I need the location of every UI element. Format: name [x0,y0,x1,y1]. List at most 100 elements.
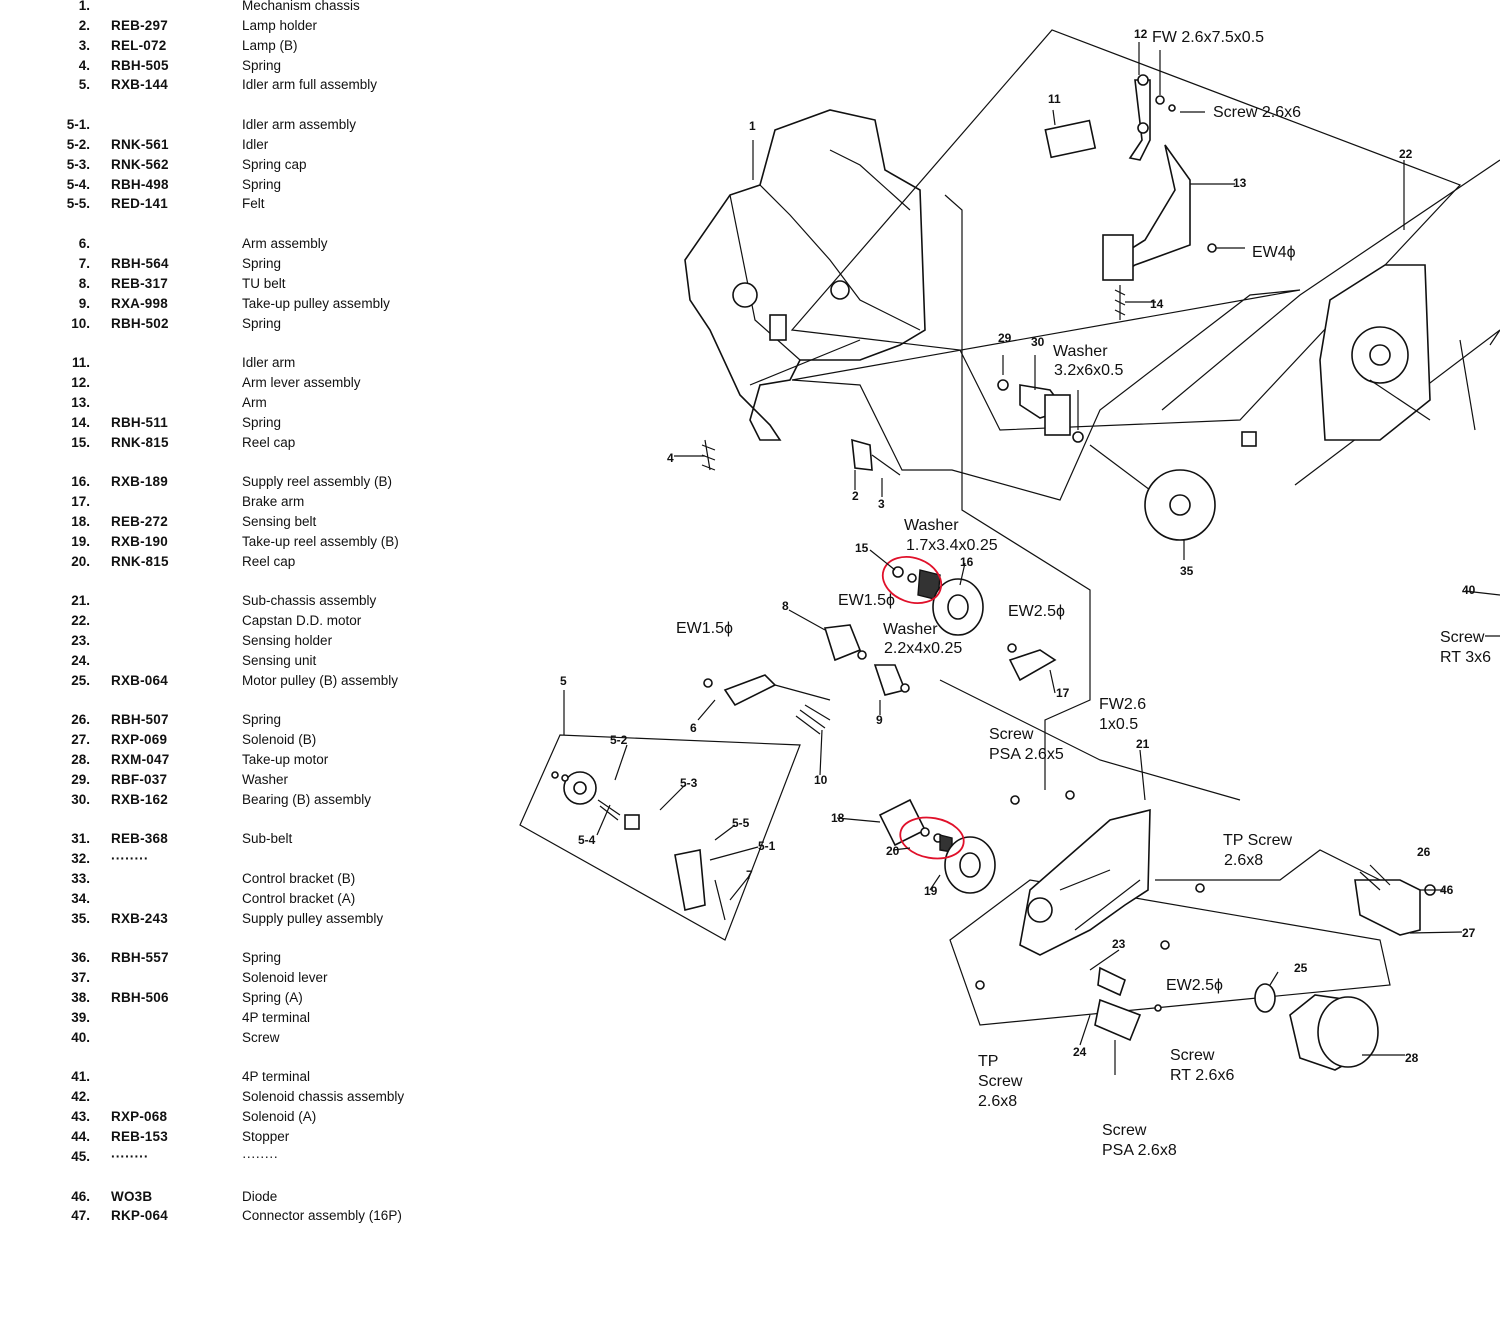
part-number: 16. [71,474,90,490]
part-number-label: 12 [1134,27,1148,41]
part-number-label: 21 [1136,737,1150,751]
part-description: Arm [242,394,267,410]
part-number-label: 1 [749,119,756,133]
part-code: RXP-069 [111,732,168,748]
part-description: Felt [242,196,265,212]
part-number-label: 25 [1294,961,1308,975]
part-description: Spring [242,57,282,73]
part-number-label: 19 [924,884,938,898]
callout-label: Screw [1440,629,1485,646]
part-number: 41. [71,1069,90,1085]
part-description: Reel cap [242,553,296,569]
part-code: RBH-506 [111,990,169,1006]
part-description: Stopper [242,1129,290,1144]
part-number: 43. [71,1109,90,1125]
part-number: 5-3. [66,156,90,172]
part-number: 17. [71,494,90,510]
part-description: Capstan D.D. motor [242,613,362,629]
part-code: REB-153 [111,1129,168,1144]
callout-label: PSA 2.6x8 [1102,1142,1177,1159]
part-number-label: 5-4 [578,833,596,847]
part-description: Spring [242,255,282,271]
part-code: RXP-068 [111,1109,168,1125]
callout-label: PSA 2.6x5 [989,746,1064,763]
part-description: Spring cap [242,156,307,172]
callout-label: EW4ϕ [1252,244,1296,261]
part-number-label: 10 [814,773,828,787]
sub-chassis [1010,790,1205,956]
part-code: RNK-815 [111,434,169,450]
part-description: 4P terminal [242,1009,311,1025]
part-code: WO3B [111,1188,153,1204]
part-number-label: 5-2 [610,733,628,747]
callout-label: 3.2x6x0.5 [1054,362,1123,379]
part-code: RBH-507 [111,712,169,728]
part-code: RBH-564 [111,255,169,271]
arm-assembly [703,674,831,735]
part-number: 5. [78,77,90,93]
part-description: Spring [242,414,282,430]
part-number-label: 5-5 [732,816,750,830]
part-number: 3. [78,37,90,53]
part-number-label: 20 [886,844,900,858]
part-number-label: 24 [1073,1045,1087,1059]
part-code: RBH-511 [111,414,168,430]
part-number-label: 6 [690,721,697,735]
callout-label: 1x0.5 [1099,716,1138,733]
part-description: Spring [242,176,282,192]
supply-reel [881,556,984,636]
part-number: 25. [71,672,90,688]
part-number: 38. [71,990,90,1006]
part-number-labels: 123455-15-25-35-45-567891011121314151617… [560,27,1476,1065]
part-number-label: 15 [855,541,869,555]
part-number: 5-2. [66,136,90,152]
part-code: RBH-502 [111,315,169,331]
callout-label: Washer [904,517,959,534]
part-description: Washer [242,771,289,787]
part-number: 42. [71,1089,90,1105]
part-code: RXB-243 [111,910,168,926]
part-description: Sensing unit [242,652,317,668]
part-description: Arm lever assembly [242,375,361,390]
part-code: RNK-562 [111,156,169,172]
part-number: 22. [71,613,90,629]
part-number: 33. [71,871,90,887]
part-description: Take-up reel assembly (B) [242,533,399,549]
part-description: Sub-belt [242,831,293,847]
solenoid [1354,864,1436,936]
part-number: 2. [78,17,90,33]
part-number: 5-4. [66,176,90,192]
callout-label: EW2.5ϕ [1166,977,1223,994]
part-description: Brake arm [242,494,305,510]
part-code: REB-272 [111,513,168,529]
part-description: ········ [242,1148,278,1164]
callout-label: Washer [1053,343,1108,360]
part-code: RBH-498 [111,176,169,192]
part-description: Motor pulley (B) assembly [242,672,399,688]
part-number-label: 14 [1150,297,1164,311]
part-code: REB-297 [111,17,168,33]
part-number: 34. [71,890,90,906]
part-number: 45. [71,1148,90,1164]
part-number: 13. [71,394,90,410]
part-number: 44. [71,1129,90,1144]
part-number-label: 11 [1048,92,1061,106]
part-code: REB-317 [111,275,168,291]
assembly-outlines [519,29,1500,1026]
part-number-label: 4 [667,451,674,465]
part-code: RBH-557 [111,950,169,966]
part-description: Take-up pulley assembly [242,295,390,311]
callout-label: Screw 2.6x6 [1213,104,1301,121]
part-number: 9. [78,295,90,311]
part-number-label: 18 [831,811,845,825]
part-number-label: 8 [782,599,789,613]
part-number: 36. [71,950,90,966]
part-description: Supply pulley assembly [242,910,384,926]
part-number: 7. [78,255,90,271]
part-number-label: 23 [1112,937,1126,951]
part-description: Supply reel assembly (B) [242,474,393,490]
part-description: Mechanism chassis [242,0,360,13]
part-description: Control bracket (A) [242,890,356,906]
